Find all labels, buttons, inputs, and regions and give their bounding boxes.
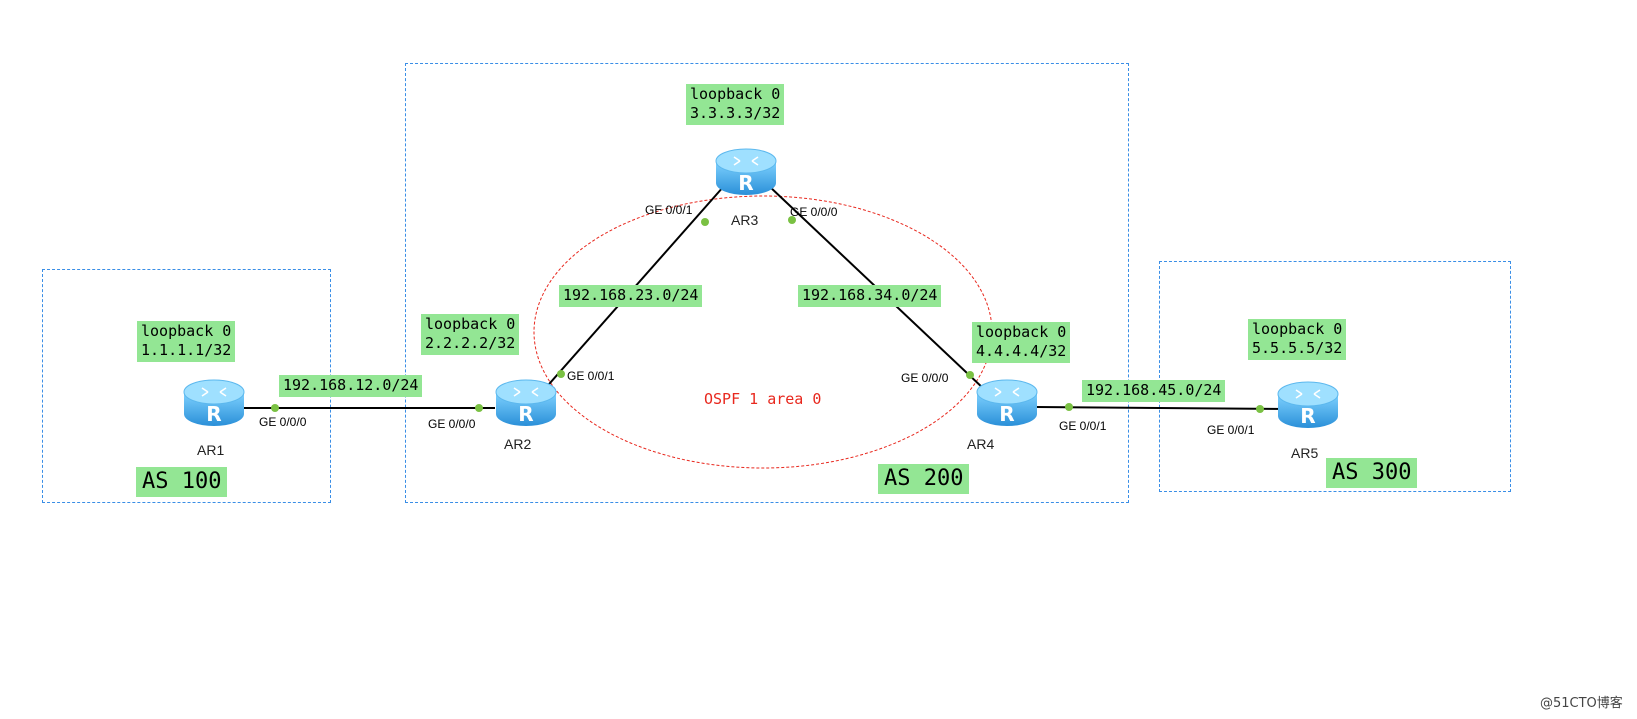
router-ar2-icon[interactable]: R xyxy=(494,378,558,428)
network-label-12: 192.168.12.0/24 xyxy=(279,375,423,397)
network-label-45: 192.168.45.0/24 xyxy=(1082,380,1226,402)
port-dot-ar1-ge000 xyxy=(271,404,279,412)
port-label-ar3-ge001: GE 0/0/1 xyxy=(645,203,693,217)
port-dot-ar3-ge000 xyxy=(788,216,796,224)
port-dot-ar4-ge000 xyxy=(966,371,974,379)
as-200-boundary xyxy=(405,63,1129,503)
svg-text:R: R xyxy=(206,402,221,426)
network-label-34: 192.168.34.0/24 xyxy=(798,285,942,307)
port-dot-ar3-ge001 xyxy=(701,218,709,226)
port-dot-ar2-ge000 xyxy=(475,404,483,412)
as-300-label: AS 300 xyxy=(1326,458,1418,488)
svg-text:R: R xyxy=(518,402,533,426)
router-ar1-icon[interactable]: R xyxy=(182,378,246,428)
port-label-ar4-ge001: GE 0/0/1 xyxy=(1059,419,1107,433)
ospf-area-label: OSPF 1 area 0 xyxy=(704,390,822,408)
port-label-ar4-ge000: GE 0/0/0 xyxy=(901,371,949,385)
svg-text:R: R xyxy=(1300,404,1315,428)
router-ar1-name: AR1 xyxy=(197,442,225,458)
port-dot-ar4-ge001 xyxy=(1065,403,1073,411)
port-dot-ar2-ge001 xyxy=(557,370,565,378)
svg-text:R: R xyxy=(738,171,753,195)
svg-text:R: R xyxy=(999,402,1014,426)
loopback-label-ar3: loopback 0 3.3.3.3/32 xyxy=(686,84,785,125)
router-ar4-icon[interactable]: R xyxy=(975,378,1039,428)
port-label-ar5-ge001: GE 0/0/1 xyxy=(1207,423,1255,437)
loopback-label-ar4: loopback 0 4.4.4.4/32 xyxy=(972,322,1071,363)
router-ar5-name: AR5 xyxy=(1291,445,1319,461)
loopback-label-ar1: loopback 0 1.1.1.1/32 xyxy=(137,321,236,362)
link-ar4-ar5 xyxy=(1035,406,1291,410)
as-100-label: AS 100 xyxy=(136,467,228,497)
router-ar3-name: AR3 xyxy=(731,212,759,228)
port-label-ar2-ge000: GE 0/0/0 xyxy=(428,417,476,431)
loopback-label-ar2: loopback 0 2.2.2.2/32 xyxy=(421,314,520,355)
as-300-boundary xyxy=(1159,261,1511,492)
port-label-ar3-ge000: GE 0/0/0 xyxy=(790,205,838,219)
router-ar5-icon[interactable]: R xyxy=(1276,380,1340,430)
watermark: @51CTO博客 xyxy=(1540,696,1623,711)
port-label-ar1-ge000: GE 0/0/0 xyxy=(259,415,307,429)
as-200-label: AS 200 xyxy=(878,464,970,494)
port-dot-ar5-ge001 xyxy=(1256,405,1264,413)
router-ar4-name: AR4 xyxy=(967,436,995,452)
network-label-23: 192.168.23.0/24 xyxy=(559,285,703,307)
router-ar2-name: AR2 xyxy=(504,436,532,452)
router-ar3-icon[interactable]: R xyxy=(714,147,778,197)
port-label-ar2-ge001: GE 0/0/1 xyxy=(567,369,615,383)
loopback-label-ar5: loopback 0 5.5.5.5/32 xyxy=(1248,319,1347,360)
